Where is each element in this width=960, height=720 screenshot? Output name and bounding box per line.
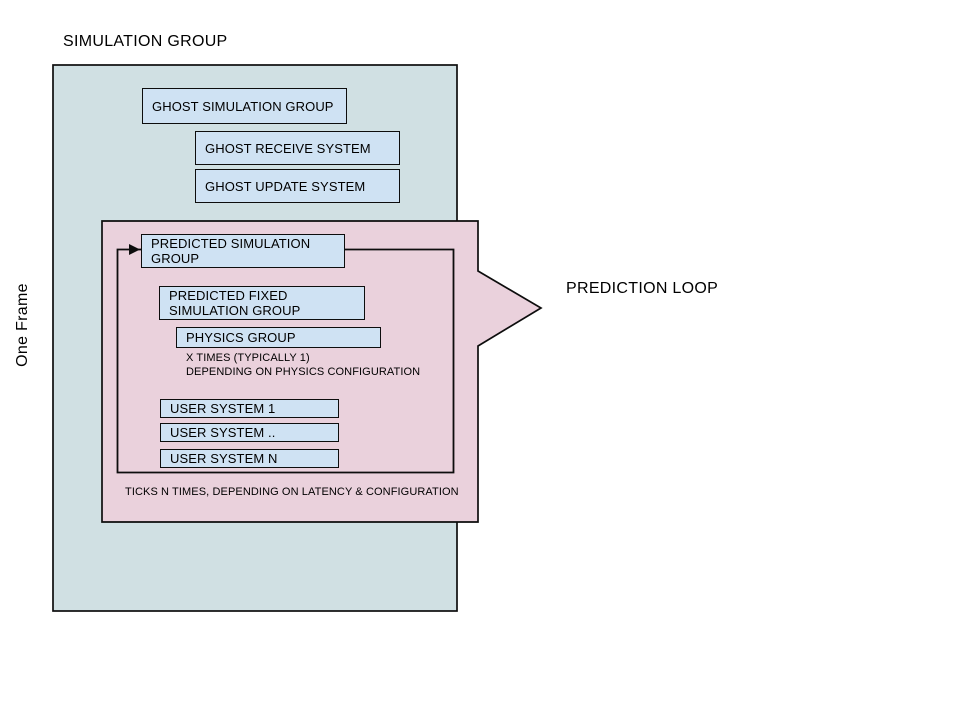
prediction-loop-label: PREDICTION LOOP bbox=[566, 280, 719, 297]
physics-times-note: X TIMES (TYPICALLY 1) DEPENDING ON PHYSI… bbox=[186, 352, 421, 378]
physics-group-box: PHYSICS GROUP bbox=[176, 327, 381, 348]
ghost-receive-system-box: GHOST RECEIVE SYSTEM bbox=[195, 131, 400, 165]
ticks-note: TICKS N TIMES, DEPENDING ON LATENCY & CO… bbox=[125, 486, 459, 498]
loop-arrowhead-icon bbox=[129, 244, 140, 255]
ghost-simulation-group-box: GHOST SIMULATION GROUP bbox=[142, 88, 347, 124]
ghost-update-system-box: GHOST UPDATE SYSTEM bbox=[195, 169, 400, 203]
predicted-fixed-simulation-group-box: PREDICTED FIXED SIMULATION GROUP bbox=[159, 286, 365, 320]
predicted-simulation-group-box: PREDICTED SIMULATION GROUP bbox=[141, 234, 345, 268]
page-title: SIMULATION GROUP bbox=[63, 33, 228, 50]
user-system-dots-box: USER SYSTEM .. bbox=[160, 423, 339, 442]
user-system-n-box: USER SYSTEM N bbox=[160, 449, 339, 468]
user-system-1-box: USER SYSTEM 1 bbox=[160, 399, 339, 418]
